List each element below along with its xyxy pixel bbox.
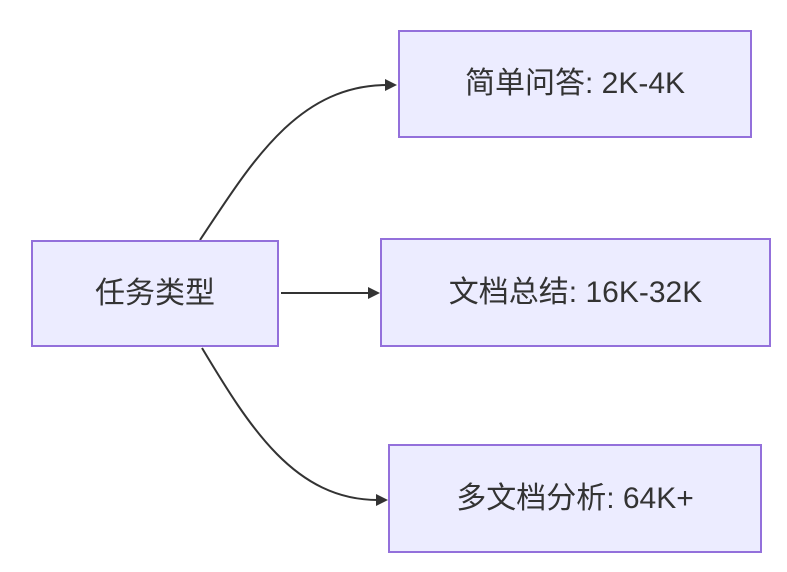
node-simple-qa: 简单问答: 2K-4K <box>398 30 752 138</box>
node-simple-qa-label: 简单问答: 2K-4K <box>464 67 686 100</box>
edge-task-type-to-simple-qa <box>199 79 397 241</box>
node-doc-summary-label: 文档总结: 16K-32K <box>448 275 703 309</box>
node-multi-doc: 多文档分析: 64K+ <box>388 444 762 553</box>
node-task-type: 任务类型 <box>31 240 279 347</box>
node-task-type-label: 任务类型 <box>95 276 215 310</box>
node-multi-doc-label: 多文档分析: 64K+ <box>456 481 694 515</box>
node-doc-summary: 文档总结: 16K-32K <box>380 238 771 347</box>
edge-task-type-to-multi-doc <box>201 347 388 506</box>
